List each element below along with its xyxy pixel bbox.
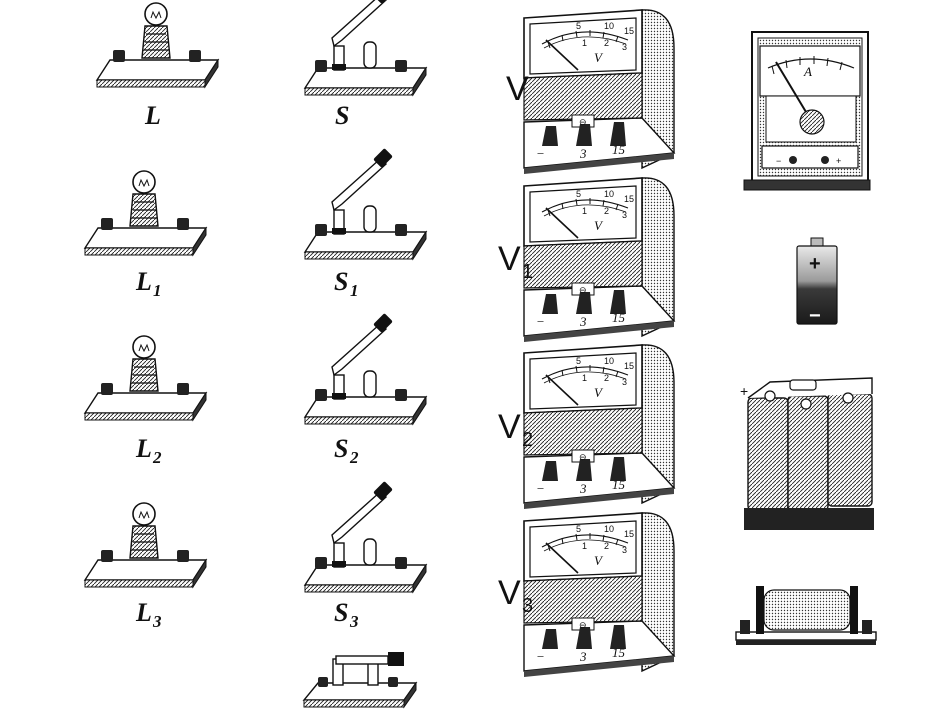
switch-s3: S 3 xyxy=(304,480,427,631)
scale-bottom-2: 2 xyxy=(604,373,609,383)
zero-adjust-mark: ⊖ xyxy=(579,620,587,630)
voltmeter-v1-face: 5 10 15 1 2 3 V ⊖ − 3 15 xyxy=(536,189,634,329)
switch-s2-sub: 2 xyxy=(349,448,359,467)
ammeter-plus: + xyxy=(836,156,841,166)
battery-plus: + xyxy=(740,383,748,399)
ammeter-unit: A xyxy=(803,64,812,79)
voltmeter-v3-face: 5 10 15 1 2 3 V ⊖ − 3 15 xyxy=(536,524,634,664)
terminal-minus: − xyxy=(536,481,545,496)
scale-top-10: 10 xyxy=(604,524,614,534)
voltmeter-face-texts: 5 10 15 1 2 3 V ⊖ − 3 15 5 10 15 1 2 3 V… xyxy=(536,21,634,664)
switch-s3-sub: 3 xyxy=(349,612,359,631)
switch-s-label: S xyxy=(335,101,349,130)
ammeter-minus: − xyxy=(776,156,781,166)
scale-bottom-3: 3 xyxy=(622,210,627,220)
voltmeter-unit: V xyxy=(594,553,604,568)
switch-s3-label: S xyxy=(334,598,348,627)
terminal-15: 15 xyxy=(612,310,626,325)
scale-bottom-2: 2 xyxy=(604,541,609,551)
terminal-3: 3 xyxy=(579,314,587,329)
voltmeter-unit: V xyxy=(594,385,604,400)
scale-top-15: 15 xyxy=(624,26,634,36)
scale-bottom-1: 1 xyxy=(582,373,587,383)
voltmeter-v: V xyxy=(506,9,675,175)
voltmeter-unit: V xyxy=(594,50,604,65)
scale-top-5: 5 xyxy=(576,356,581,366)
scale-top-15: 15 xyxy=(624,194,634,204)
voltmeter-v3-sub: 3 xyxy=(522,595,533,617)
terminal-minus: − xyxy=(536,146,545,161)
bulb-l2: L 2 xyxy=(84,335,207,467)
ammeter: A − + xyxy=(743,31,871,191)
zero-adjust-mark: ⊖ xyxy=(579,452,587,462)
switch-s2: S 2 xyxy=(304,312,427,467)
voltmeter-v3: V 3 xyxy=(498,512,675,678)
bulb-l1-sub: 1 xyxy=(153,281,162,300)
scale-bottom-3: 3 xyxy=(622,377,627,387)
voltmeter-v1-label: V xyxy=(498,240,521,278)
scale-bottom-3: 3 xyxy=(622,42,627,52)
cell-plus: + xyxy=(809,253,821,275)
scale-bottom-2: 2 xyxy=(604,206,609,216)
bulb-l1: L 1 xyxy=(84,170,207,300)
voltmeter-v-face: 5 10 15 1 2 3 V ⊖ − 3 15 xyxy=(536,21,634,161)
switch-s: S xyxy=(304,0,427,130)
resistor xyxy=(735,586,877,645)
terminal-15: 15 xyxy=(612,142,626,157)
voltmeter-v-label: V xyxy=(506,70,529,108)
scale-top-15: 15 xyxy=(624,361,634,371)
voltmeter-v2-sub: 2 xyxy=(522,429,533,451)
bulb-l: L xyxy=(96,2,219,130)
bulb-l3-sub: 3 xyxy=(152,612,162,631)
scale-bottom-1: 1 xyxy=(582,38,587,48)
slide-switch xyxy=(302,652,418,709)
scale-bottom-3: 3 xyxy=(622,545,627,555)
lead-acid-battery: + − xyxy=(740,371,874,530)
cell-minus: − xyxy=(809,305,821,327)
voltmeter-v2: V 2 xyxy=(498,344,675,510)
terminal-3: 3 xyxy=(579,481,587,496)
voltmeter-v2-label: V xyxy=(498,408,521,446)
scale-top-15: 15 xyxy=(624,529,634,539)
bulb-l2-sub: 2 xyxy=(152,448,162,467)
bulb-l1-label: L xyxy=(135,267,152,296)
dry-cell: + − xyxy=(796,237,838,327)
scale-top-5: 5 xyxy=(576,524,581,534)
scale-top-5: 5 xyxy=(576,189,581,199)
voltmeter-unit: V xyxy=(594,218,604,233)
terminal-3: 3 xyxy=(579,146,587,161)
bulb-l2-label: L xyxy=(135,434,152,463)
scale-top-10: 10 xyxy=(604,356,614,366)
scale-top-10: 10 xyxy=(604,21,614,31)
switch-s2-label: S xyxy=(334,434,348,463)
scale-top-5: 5 xyxy=(576,21,581,31)
switch-s1-label: S xyxy=(334,267,348,296)
scale-top-10: 10 xyxy=(604,189,614,199)
switch-s1-sub: 1 xyxy=(350,281,359,300)
zero-adjust-mark: ⊖ xyxy=(579,117,587,127)
voltmeter-v1: V 1 xyxy=(498,177,675,343)
bulb-l3: L 3 xyxy=(84,502,207,631)
voltmeter-v3-label: V xyxy=(498,574,521,612)
scale-bottom-2: 2 xyxy=(604,38,609,48)
scale-bottom-1: 1 xyxy=(582,541,587,551)
voltmeter-v2-face: 5 10 15 1 2 3 V ⊖ − 3 15 xyxy=(536,356,634,496)
terminal-3: 3 xyxy=(579,649,587,664)
scale-bottom-1: 1 xyxy=(582,206,587,216)
zero-adjust-mark: ⊖ xyxy=(579,285,587,295)
bulb-l3-label: L xyxy=(135,598,152,627)
terminal-minus: − xyxy=(536,314,545,329)
terminal-minus: − xyxy=(536,649,545,664)
voltmeter-v1-sub: 1 xyxy=(522,261,533,283)
terminal-15: 15 xyxy=(612,645,626,660)
bulb-l-label: L xyxy=(144,101,161,130)
terminal-15: 15 xyxy=(612,477,626,492)
switch-s1: S 1 xyxy=(304,147,427,300)
